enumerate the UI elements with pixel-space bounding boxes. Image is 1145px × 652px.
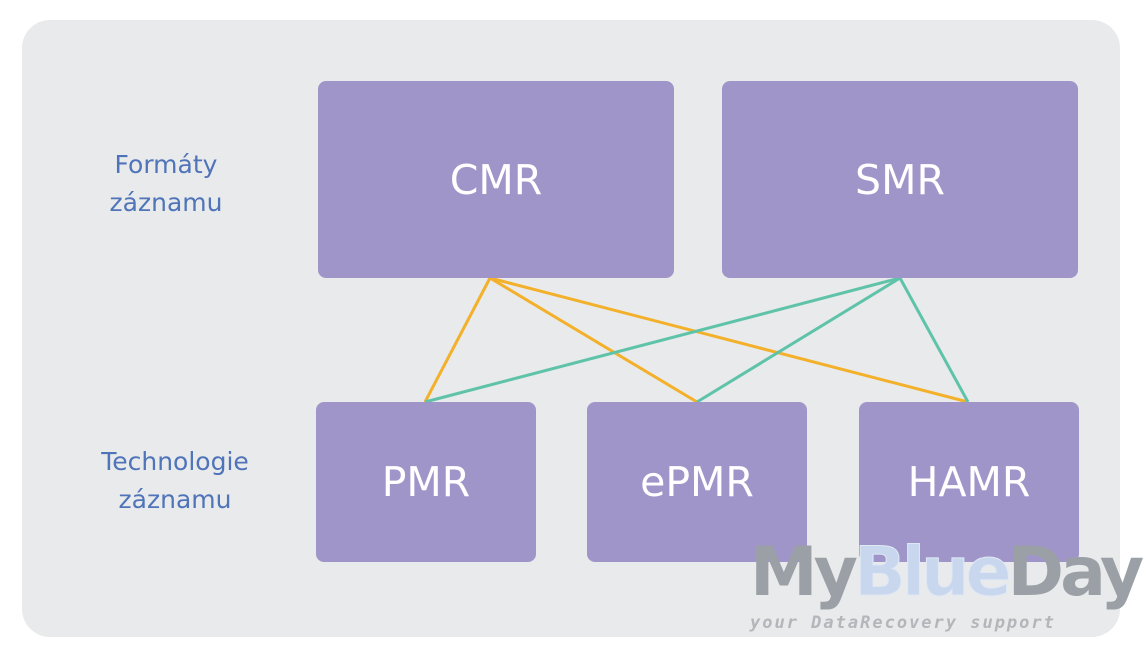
- node-epmr-label: ePMR: [640, 458, 754, 506]
- node-pmr: PMR: [316, 402, 536, 562]
- watermark-blue: Blue: [854, 533, 1013, 612]
- watermark-tagline: your DataRecovery support: [750, 613, 1056, 633]
- technologies-label-line1: Technologie: [101, 447, 249, 476]
- node-pmr-label: PMR: [381, 458, 471, 506]
- formats-row-label: Formáty záznamu: [56, 146, 276, 222]
- node-smr: SMR: [722, 81, 1078, 278]
- watermark-day: Day!: [1007, 533, 1145, 612]
- formats-label-line1: Formáty: [114, 150, 218, 179]
- node-epmr: ePMR: [587, 402, 807, 562]
- node-cmr-label: CMR: [449, 155, 543, 204]
- technologies-label-line2: záznamu: [118, 485, 232, 514]
- technologies-row-label: Technologie záznamu: [65, 443, 285, 519]
- node-hamr-label: HAMR: [907, 458, 1031, 506]
- node-hamr: HAMR: [859, 402, 1079, 562]
- myblueday-watermark-logo: MyBlueDay! your DataRecovery support: [740, 535, 1145, 640]
- node-cmr: CMR: [318, 81, 674, 278]
- formats-label-line2: záznamu: [109, 188, 223, 217]
- node-smr-label: SMR: [855, 155, 945, 204]
- watermark-my: My: [750, 533, 858, 612]
- watermark-wordmark: MyBlueDay!: [750, 536, 1145, 609]
